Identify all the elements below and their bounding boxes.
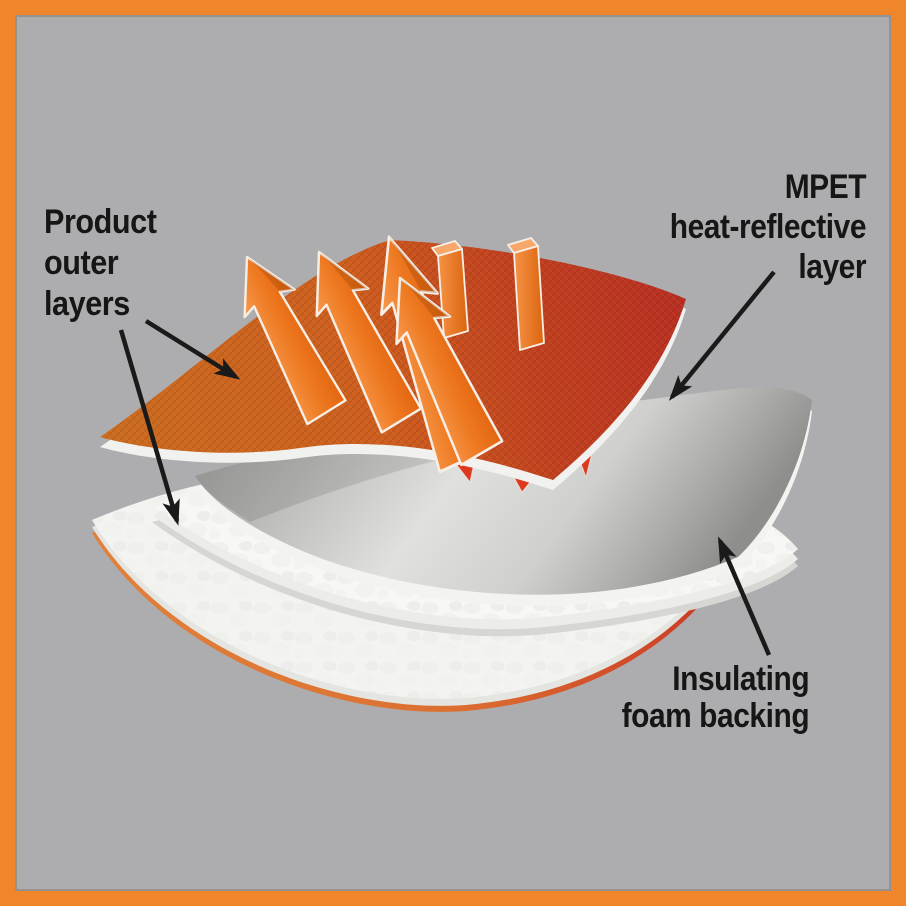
heat-bar-icon [507,237,545,351]
label-product-outer-layers: Product outer layers [44,202,157,325]
label-line: MPET [784,168,867,206]
callout-arrows [118,270,776,656]
label-line: layer [798,248,866,286]
label-mpet-heat-reflective-layer: MPET heat-reflective layer [669,167,867,287]
callout-arrow-bottom-layer [118,329,180,526]
callout-arrow-foam [717,536,772,656]
label-line: layers [44,285,130,323]
label-line: foam backing [621,697,809,735]
label-insulating-foam-backing: Insulating foam backing [621,661,809,735]
callout-arrow-top-layer [144,319,241,380]
callout-arrow-mpet [668,270,776,401]
label-line: Insulating [672,660,809,698]
label-line: outer [44,244,119,282]
label-line: Product [44,203,157,241]
label-line: heat-reflective [669,208,867,246]
